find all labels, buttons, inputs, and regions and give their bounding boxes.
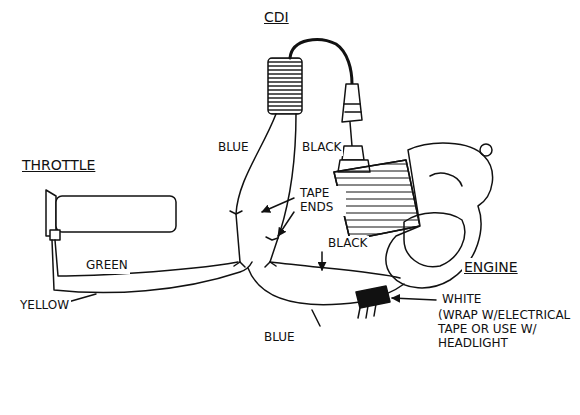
component-title: ENGINE <box>462 258 520 276</box>
wire-color: BLUE <box>262 330 297 346</box>
wire-color: WHITE <box>440 292 483 308</box>
note-label: (WRAP W/ELECTRICAL TAPE OR USE W/ HEADLI… <box>436 308 576 351</box>
note-label: TAPE ENDS <box>298 186 346 216</box>
wire-color: GREEN <box>84 258 130 274</box>
wire-color: YELLOW <box>18 298 71 314</box>
wire-color: BLACK <box>300 140 343 156</box>
cdi-coil <box>268 58 302 114</box>
wire-color: BLUE <box>216 140 251 156</box>
component-title: CDI <box>262 8 291 26</box>
component-title: THROTTLE <box>20 156 97 174</box>
wire-color: BLACK <box>326 236 369 252</box>
